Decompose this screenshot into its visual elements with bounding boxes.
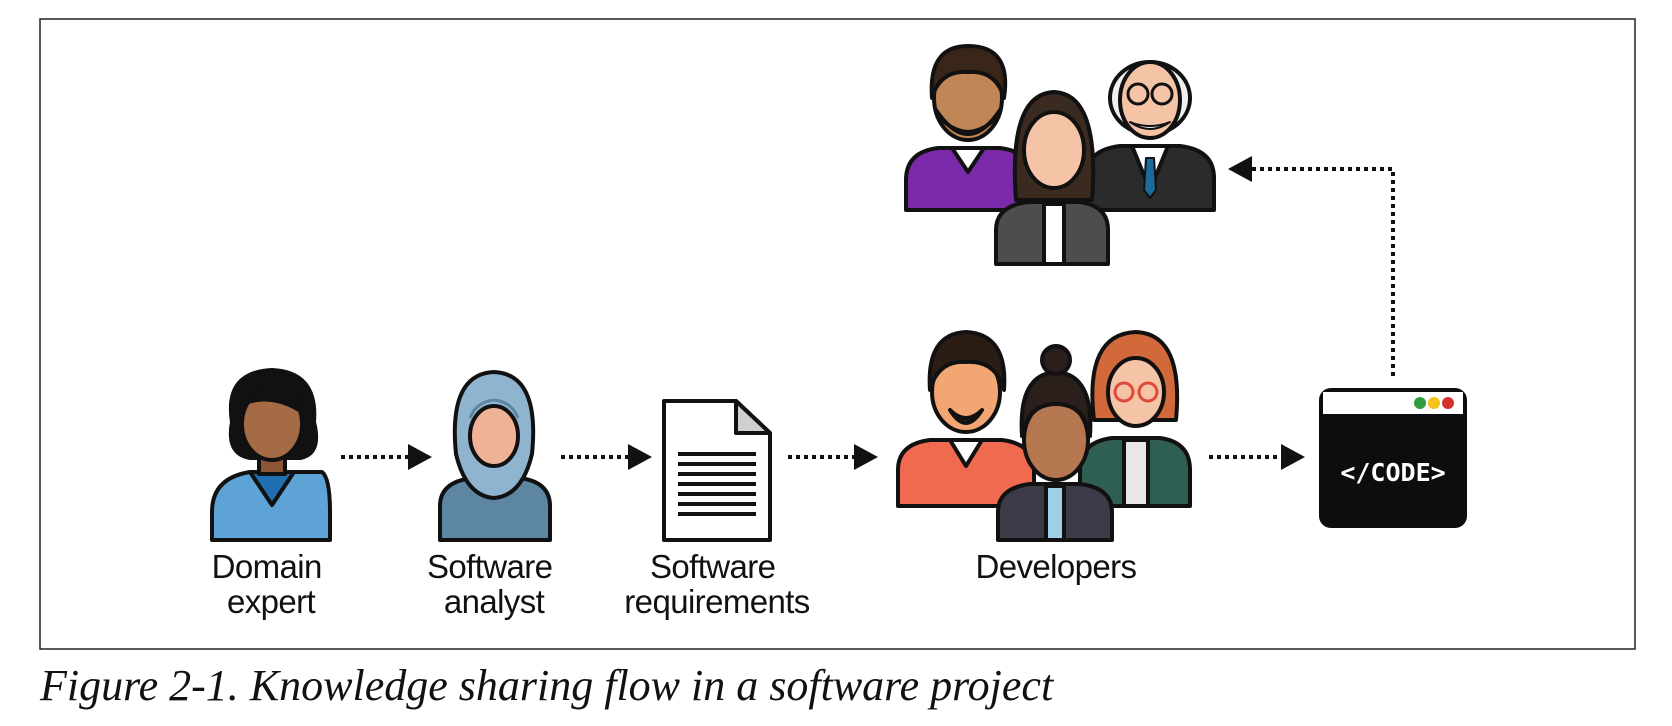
domain-expert-label: Domain expert [212, 548, 331, 620]
window-dot-red [1442, 397, 1454, 409]
domain-expert-icon [210, 368, 332, 542]
figure-caption: Figure 2-1. Knowledge sharing flow in a … [40, 661, 1054, 710]
window-dot-green [1414, 397, 1426, 409]
diagram-frame [39, 18, 1636, 650]
software-requirements-label-line-1: Software [650, 548, 775, 585]
code-window-label: </CODE> [1340, 458, 1445, 487]
flow-arrows [341, 156, 1395, 470]
software-requirements-label-line-2: requirements [624, 583, 809, 620]
window-dot-yellow [1428, 397, 1440, 409]
domain-expert-label-line-2: expert [227, 583, 316, 620]
software-requirements-label: Software requirements [624, 548, 809, 620]
developers-label: Developers [976, 548, 1137, 585]
stakeholders-icon [904, 44, 1216, 266]
code-window-icon [1319, 388, 1467, 528]
domain-expert-label-line-1: Domain [212, 548, 322, 585]
arrow-code-to-stakeholders [1228, 156, 1395, 376]
software-analyst-label: Software analyst [427, 548, 561, 620]
developers-icon [896, 330, 1192, 542]
software-analyst-label-line-1: Software [427, 548, 552, 585]
software-analyst-label-line-2: analyst [444, 583, 545, 620]
software-analyst-icon [438, 370, 552, 542]
software-requirements-icon [662, 399, 772, 542]
